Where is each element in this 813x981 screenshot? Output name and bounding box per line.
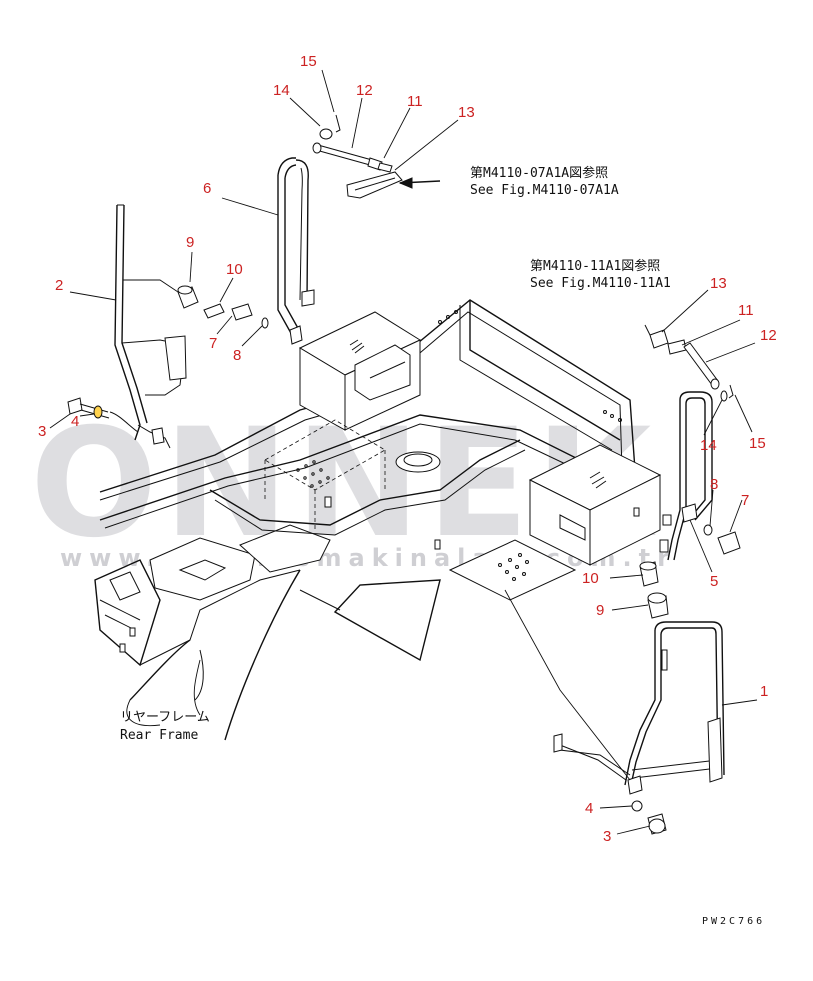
callout-3: 3 (38, 423, 46, 440)
hardware-bottom (631, 800, 667, 835)
tank-cap (395, 451, 441, 473)
callout-8: 8 (233, 347, 241, 364)
rear-frame-label-en: Rear Frame (120, 728, 198, 743)
callout-5: 5 (710, 573, 718, 590)
rear-frame (94, 299, 636, 741)
washer-8b (703, 524, 713, 536)
bolt-10a (203, 303, 225, 319)
callout-14: 14 (273, 82, 290, 99)
washer-4a (93, 405, 103, 419)
callout-14: 14 (700, 437, 717, 454)
collar-11b (667, 339, 687, 355)
washer-4b (631, 800, 643, 812)
reference-notes: 第M4110-07A1A図参照 See Fig.M4110-07A1A 第M41… (470, 165, 671, 291)
vent-grid-left (296, 460, 330, 488)
reference-jp-upper: 第M4110-07A1A図参照 (470, 165, 608, 181)
callout-8: 8 (710, 476, 718, 493)
callout-7: 7 (741, 492, 749, 509)
reference-en-upper: See Fig.M4110-07A1A (470, 183, 619, 198)
bracket-13a (346, 171, 403, 199)
callout-10: 10 (582, 570, 599, 587)
pin-assembly-upper (312, 114, 441, 199)
frame-holes (438, 310, 622, 422)
callout-3: 3 (603, 828, 611, 845)
handrail-left (114, 204, 187, 449)
reference-en-right: See Fig.M4110-11A1 (530, 276, 671, 291)
callout-4: 4 (71, 413, 79, 430)
callout-13: 13 (710, 275, 727, 292)
bracket-13b (649, 329, 669, 349)
pin-assembly-right (644, 324, 734, 402)
callout-1: 1 (760, 683, 768, 700)
pin-rod-12b (683, 342, 719, 386)
callout-10: 10 (226, 261, 243, 278)
bolt-7a (231, 303, 253, 321)
battery-box-left (264, 311, 422, 530)
grab-handle-right (667, 391, 713, 561)
callout-6: 6 (203, 180, 211, 197)
pin-rod-12a (315, 144, 373, 166)
washer-14a (319, 128, 333, 140)
hardware-left (67, 285, 269, 433)
hardware-right (639, 524, 741, 619)
washer-14b (720, 390, 728, 402)
callout-13: 13 (458, 104, 475, 121)
rear-frame-label: リヤーフレーム Rear Frame (120, 710, 210, 743)
reference-jp-right: 第M4110-11A1図参照 (530, 258, 660, 274)
grab-handle-upper (277, 157, 315, 345)
callout-12: 12 (356, 82, 373, 99)
callout-labels: 15 14 12 11 13 6 9 10 2 7 8 3 4 13 11 12… (38, 53, 777, 845)
callout-15: 15 (300, 53, 317, 70)
vent-grid-right (498, 553, 529, 581)
callout-12: 12 (760, 327, 777, 344)
callout-7: 7 (209, 335, 217, 352)
washer-8a (261, 317, 269, 329)
callout-9: 9 (186, 234, 194, 251)
callout-2: 2 (55, 277, 63, 294)
bolt-7b (717, 531, 741, 555)
callout-15: 15 (749, 435, 766, 452)
handrail-right (553, 621, 725, 795)
drawing-code: PW2C766 (702, 916, 765, 927)
rear-frame-label-jp: リヤーフレーム (120, 710, 210, 725)
callout-9: 9 (596, 602, 604, 619)
battery-box-right (448, 444, 672, 601)
tank-underside (333, 579, 441, 662)
callout-4: 4 (585, 800, 593, 817)
callout-11: 11 (738, 302, 754, 319)
leader-lines (49, 69, 758, 835)
callout-11: 11 (407, 93, 423, 110)
